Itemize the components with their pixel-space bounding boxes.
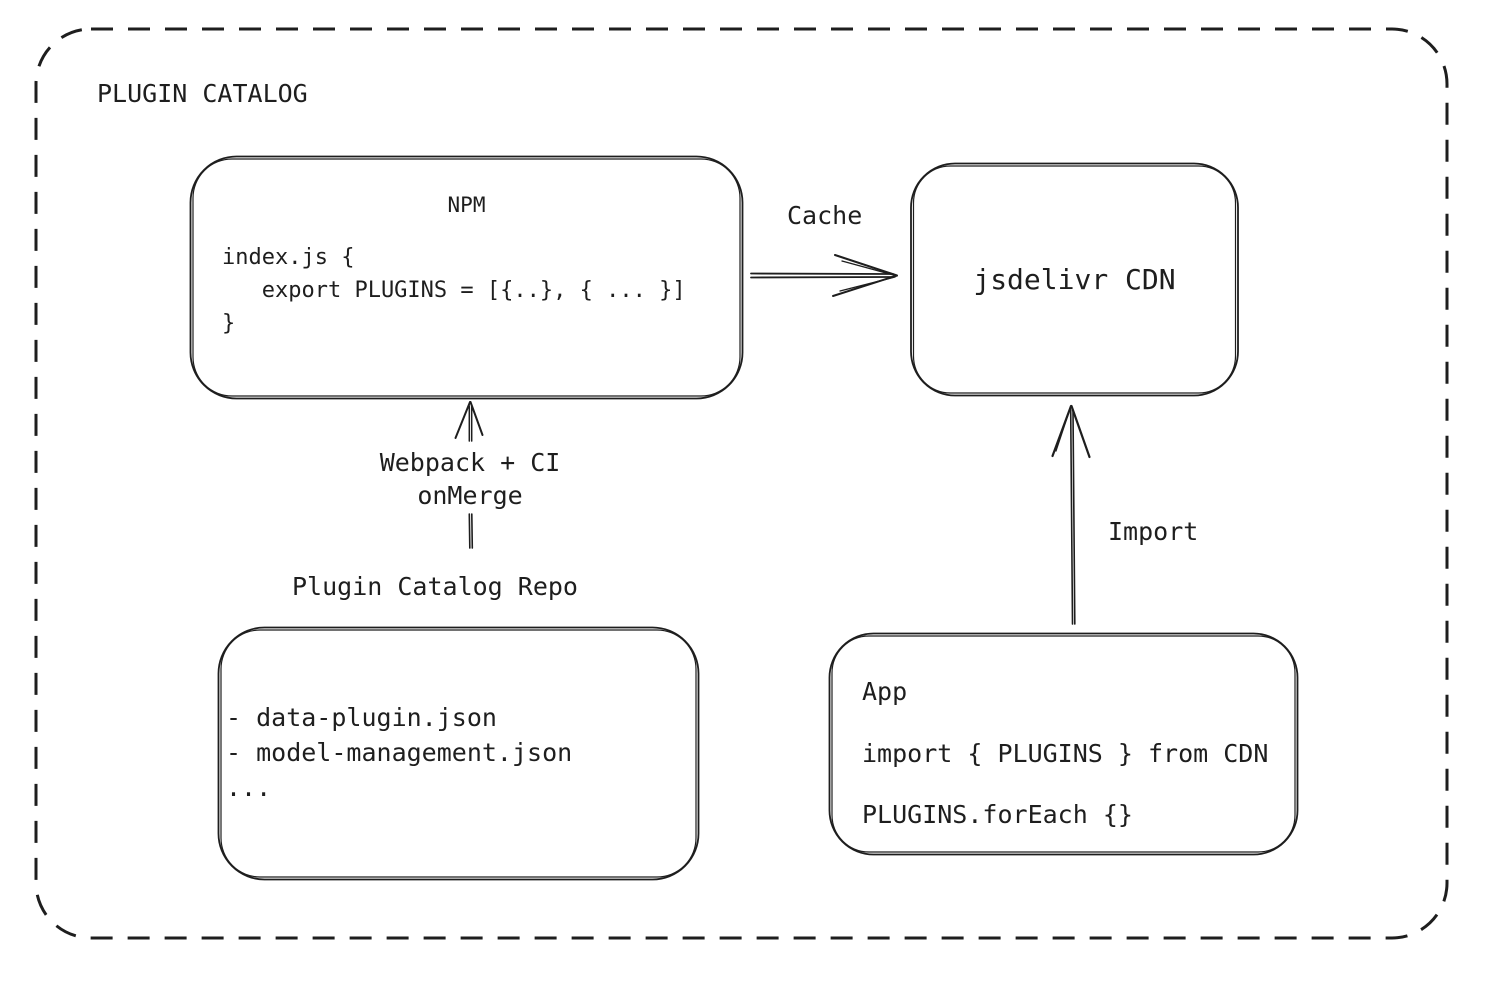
repo-file-list: - data-plugin.json - model-management.js… xyxy=(226,703,573,802)
cdn-box-label: jsdelivr CDN xyxy=(973,263,1176,296)
npm-box-title: NPM xyxy=(447,193,486,217)
app-box xyxy=(828,632,1299,856)
import-arrow-label: Import xyxy=(1108,517,1199,546)
build-arrow-label: Webpack + CI onMerge xyxy=(379,448,561,510)
repo-heading: Plugin Catalog Repo xyxy=(292,572,578,601)
catalog-dashed-border xyxy=(34,27,1449,940)
app-code-foreach: PLUGINS.forEach {} xyxy=(862,800,1133,829)
cache-arrow-label: Cache xyxy=(787,201,863,230)
cache-arrow xyxy=(750,254,898,297)
build-arrow xyxy=(454,401,484,549)
cdn-box xyxy=(910,162,1239,397)
repo-box xyxy=(217,626,700,881)
npm-code-block: index.js { export PLUGINS = [{..}, { ...… xyxy=(222,245,686,336)
npm-box xyxy=(189,155,744,400)
import-arrow xyxy=(1051,404,1091,625)
app-code-import: import { PLUGINS } from CDN xyxy=(862,739,1269,768)
diagram-title: PLUGIN CATALOG xyxy=(97,79,308,108)
app-box-title: App xyxy=(862,677,908,706)
